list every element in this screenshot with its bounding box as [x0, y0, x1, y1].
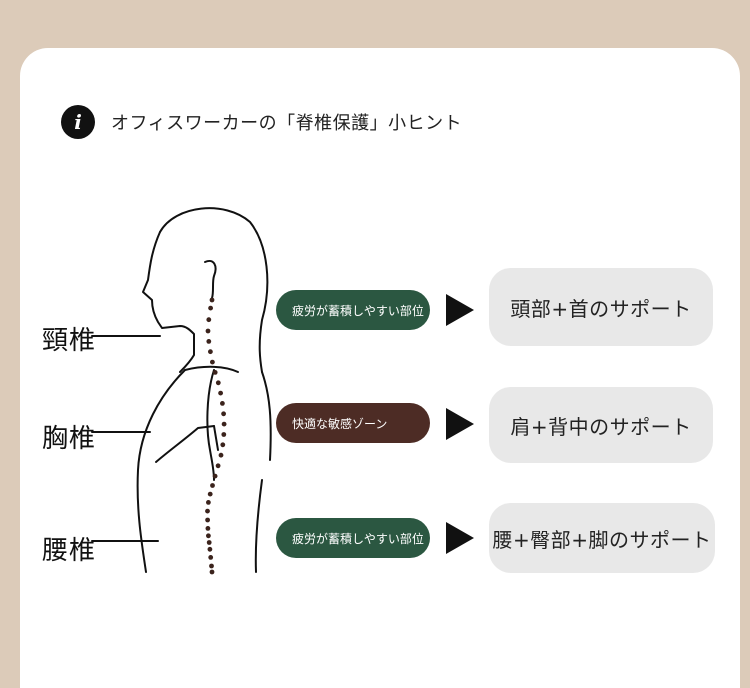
cervical-label: 頸椎	[42, 326, 97, 356]
support-box-back: 肩+背中のサポート	[489, 387, 713, 463]
spine-dot	[212, 473, 218, 479]
spine-dots	[205, 297, 227, 575]
fatigue-tag-neck: 疲労が蓄積しやすい部位	[276, 290, 430, 330]
arm-crease	[155, 425, 215, 463]
spine-dot	[206, 540, 212, 545]
spine-dot	[212, 370, 218, 375]
spine-dot	[206, 339, 212, 344]
spine-dot	[220, 401, 225, 406]
spine-dot	[221, 411, 227, 417]
spine-dot	[206, 317, 212, 323]
lower-back-outline	[254, 479, 263, 573]
support-box-neck: 頭部+首のサポート	[489, 268, 713, 346]
spine-dot	[205, 328, 211, 334]
spine-dot	[215, 463, 221, 469]
spine-dot	[221, 421, 227, 427]
spine-dot	[220, 442, 226, 448]
spine-dot	[208, 305, 214, 311]
spine-dot	[218, 390, 224, 396]
chest-outline	[136, 369, 186, 573]
ear-outline	[204, 260, 217, 299]
support-box-waist: 腰+臀部+脚のサポート	[489, 503, 715, 573]
spine-dot	[208, 349, 213, 355]
spine-dot	[205, 526, 211, 531]
page-title: オフィスワーカーの「脊椎保護」小ヒント	[111, 113, 463, 134]
arrow-right-icon	[446, 408, 474, 440]
spine-dot	[207, 491, 213, 497]
head-back-outline	[159, 207, 269, 373]
comfort-tag-back: 快適な敏感ゾーン	[276, 403, 430, 443]
header: i オフィスワーカーの「脊椎保護」小ヒント	[61, 104, 462, 140]
spine-dot	[221, 432, 227, 437]
spine-dot	[208, 555, 214, 560]
spine-dot	[209, 563, 214, 569]
back-outline	[261, 371, 272, 461]
spine-dot	[205, 517, 211, 523]
spine-dot	[207, 546, 213, 552]
spine-dot	[209, 569, 215, 575]
spine-dot	[206, 500, 211, 505]
content-card	[20, 48, 740, 688]
thoracic-label: 胸椎	[42, 424, 97, 454]
shoulder-line	[184, 365, 239, 373]
spine-dot	[206, 533, 211, 539]
spine-dot	[205, 508, 210, 514]
spine-dot	[210, 359, 215, 365]
lumbar-label: 腰椎	[42, 536, 97, 566]
upper-arm-outline	[206, 369, 215, 481]
fatigue-tag-waist: 疲労が蓄積しやすい部位	[276, 518, 430, 558]
arrow-right-icon	[446, 294, 474, 326]
arrow-right-icon	[446, 522, 474, 554]
spine-dot	[210, 483, 215, 488]
spine-dot	[209, 297, 215, 303]
spine-dot	[215, 380, 221, 386]
face-outline	[142, 231, 195, 373]
spine-dot	[218, 452, 224, 458]
info-icon: i	[61, 105, 95, 139]
